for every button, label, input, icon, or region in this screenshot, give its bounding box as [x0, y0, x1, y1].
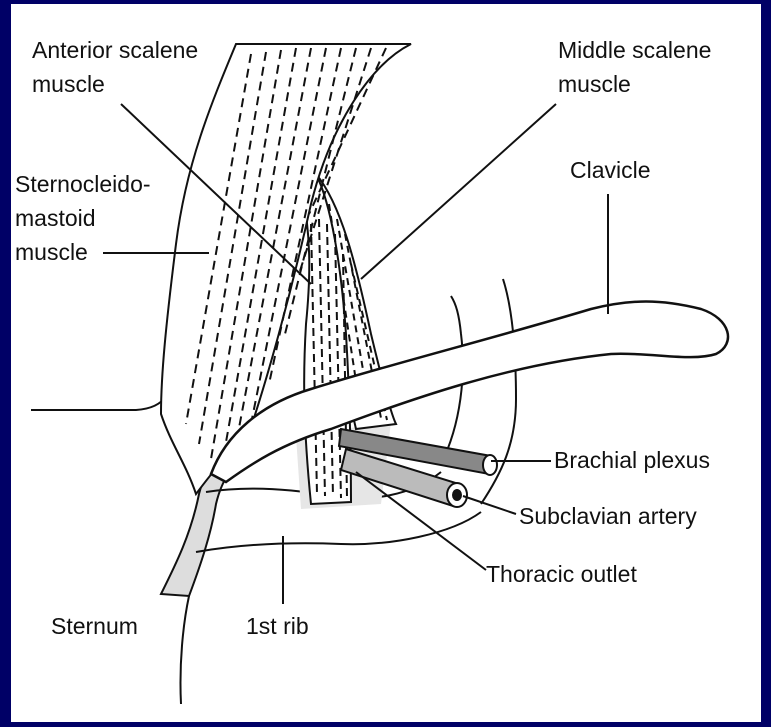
label-sternum: Sternum: [51, 613, 138, 639]
label-middle-scalene-2: muscle: [558, 71, 631, 97]
label-subclavian-artery: Subclavian artery: [519, 503, 697, 529]
label-scm-2: mastoid: [15, 205, 96, 231]
label-scm-1: Sternocleido-: [15, 171, 151, 197]
label-first-rib: 1st rib: [246, 613, 309, 639]
label-middle-scalene-1: Middle scalene: [558, 37, 711, 63]
label-scm-3: muscle: [15, 239, 88, 265]
body-outline-left: [31, 396, 166, 410]
label-anterior-scalene-2: muscle: [32, 71, 105, 97]
label-anterior-scalene-1: Anterior scalene: [32, 37, 198, 63]
label-clavicle: Clavicle: [570, 157, 651, 183]
label-brachial-plexus: Brachial plexus: [554, 447, 710, 473]
diagram-panel: Anterior scalene muscle Middle scalene m…: [11, 4, 761, 722]
label-thoracic-outlet: Thoracic outlet: [486, 561, 637, 587]
thoracic-outlet-diagram: Anterior scalene muscle Middle scalene m…: [11, 4, 761, 722]
leader-middle-scalene: [361, 104, 556, 279]
sternum-lower-line: [180, 596, 189, 704]
leader-subclavian-artery: [463, 496, 516, 514]
